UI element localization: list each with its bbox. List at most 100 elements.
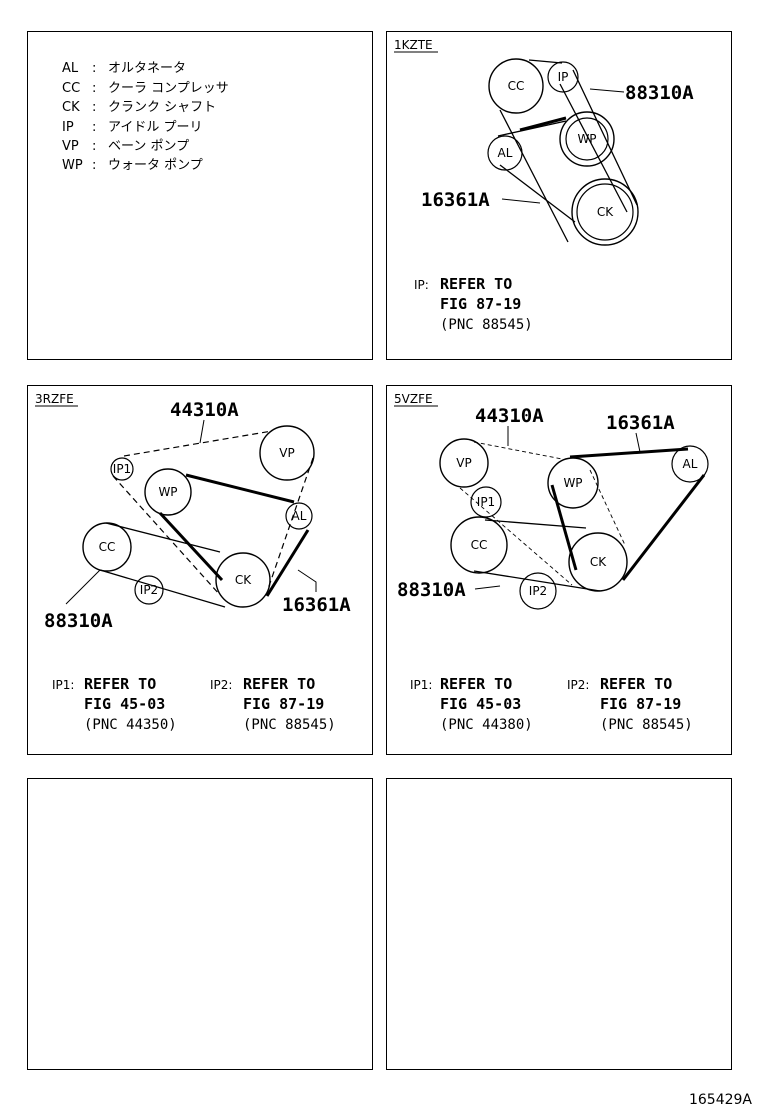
pulley-ip1	[110, 457, 134, 481]
pulley-label-ip2: IP2	[529, 584, 547, 598]
legend-code-cc: CC	[62, 81, 80, 96]
note-prefix-ip2: IP2:	[567, 678, 589, 692]
note-fig: FIG 87-19	[600, 695, 681, 713]
pulley-label-ip2: IP2	[140, 583, 158, 597]
pulley-al	[671, 445, 709, 483]
leader-line	[297, 569, 317, 592]
belt-line	[569, 447, 689, 459]
pulley-label-wp: WP	[158, 485, 177, 499]
belt-line	[158, 511, 224, 582]
pulley-label-ip1: IP1	[477, 495, 495, 509]
belt-line	[499, 164, 576, 223]
pulley-label-al: AL	[498, 146, 513, 160]
part-number-44310a: 44310A	[475, 405, 544, 427]
belt-dash-line	[473, 441, 563, 460]
belt-line	[484, 519, 587, 529]
panel-5vzfe	[386, 385, 732, 755]
pulley-label-al: AL	[292, 509, 307, 523]
belt-dash-line	[459, 487, 573, 586]
pulley-label-ck: CK	[597, 205, 614, 219]
engine-tag-1kzte: 1KZTE	[394, 38, 433, 52]
legend-name-ck: クランク シャフト	[108, 100, 216, 115]
engine-tag-5vzfe: 5VZFE	[394, 392, 433, 406]
legend-name-vp: ベーン ポンプ	[108, 139, 189, 154]
legend-colon: :	[92, 139, 96, 154]
legend-name-al: オルタネータ	[108, 61, 186, 76]
part-number-16361a: 16361A	[606, 412, 675, 434]
note-refer: REFER TO	[440, 675, 512, 693]
note-refer: REFER TO	[84, 675, 156, 693]
belt-line	[572, 69, 638, 206]
empty-panel-right	[386, 778, 732, 1070]
pulley-cc	[450, 516, 508, 574]
legend-code-vp: VP	[62, 139, 79, 154]
empty-panel-left	[27, 778, 373, 1070]
pulley-label-vp: VP	[456, 456, 471, 470]
note-refer: REFER TO	[600, 675, 672, 693]
pulley-cc	[82, 522, 132, 572]
legend-colon: :	[92, 120, 96, 135]
note-fig: FIG 45-03	[84, 695, 165, 713]
note-refer: REFER TO	[243, 675, 315, 693]
leader-line	[635, 432, 641, 453]
pulley-ck	[568, 532, 628, 592]
pulley-ip1	[470, 486, 502, 518]
pulley-vp	[439, 438, 489, 488]
legend-name-cc: クーラ コンプレッサ	[108, 81, 229, 96]
part-number-88310a: 88310A	[397, 579, 466, 601]
pulley-label-ip1: IP1	[113, 462, 131, 476]
belt-line	[559, 83, 628, 213]
leader-line	[65, 569, 101, 605]
note-refer: REFER TO	[440, 275, 512, 293]
pulley-vp	[259, 425, 315, 481]
leader-line	[474, 585, 501, 590]
pulley-al	[487, 135, 523, 171]
belt-line	[528, 59, 563, 64]
belt-line	[105, 522, 221, 553]
pulley-label-ip: IP	[558, 70, 569, 84]
legend-colon: :	[92, 81, 96, 96]
pulley-wp-inner	[565, 117, 609, 161]
note-fig: FIG 87-19	[440, 295, 521, 313]
pulley-ip2	[519, 572, 557, 610]
part-number-88310a: 88310A	[44, 610, 113, 632]
pulley-wp	[144, 468, 192, 516]
pulley-label-ck: CK	[590, 555, 607, 569]
figure-id: 165429A	[688, 1092, 752, 1108]
belt-line	[550, 484, 578, 571]
pulley-wp	[547, 457, 599, 509]
engine-tag-3rzfe: 3RZFE	[35, 392, 74, 406]
pulley-ck	[215, 552, 271, 608]
pulley-label-cc: CC	[508, 79, 525, 93]
panel-3rzfe	[27, 385, 373, 755]
note-pnc: (PNC 88545)	[243, 717, 336, 733]
leader-line	[501, 198, 541, 204]
pulley-ck	[571, 178, 639, 246]
belt-line	[185, 473, 295, 504]
pulley-cc	[488, 58, 544, 114]
note-pnc: (PNC 44380)	[440, 717, 533, 733]
legend-colon: :	[92, 61, 96, 76]
note-prefix-ip: IP:	[414, 278, 429, 292]
leader-line	[199, 419, 205, 444]
note-fig: FIG 87-19	[243, 695, 324, 713]
note-prefix-ip2: IP2:	[210, 678, 232, 692]
legend-code-al: AL	[62, 61, 79, 76]
note-prefix-ip1: IP1:	[52, 678, 74, 692]
belt-dash-line	[123, 430, 273, 457]
belt-line	[497, 120, 567, 137]
belt-dash-line	[267, 457, 314, 590]
belt-dash-line	[112, 475, 221, 596]
part-number-88310a: 88310A	[625, 82, 694, 104]
panel-1kzte	[386, 31, 732, 360]
pulley-al	[285, 502, 313, 530]
pulley-ck-inner	[576, 183, 634, 241]
leader-line	[589, 88, 625, 93]
pulley-label-ck: CK	[235, 573, 252, 587]
pulley-label-al: AL	[683, 457, 698, 471]
pulley-label-wp: WP	[577, 132, 596, 146]
part-number-44310a: 44310A	[170, 399, 239, 421]
note-fig: FIG 45-03	[440, 695, 521, 713]
pulley-label-wp: WP	[563, 476, 582, 490]
